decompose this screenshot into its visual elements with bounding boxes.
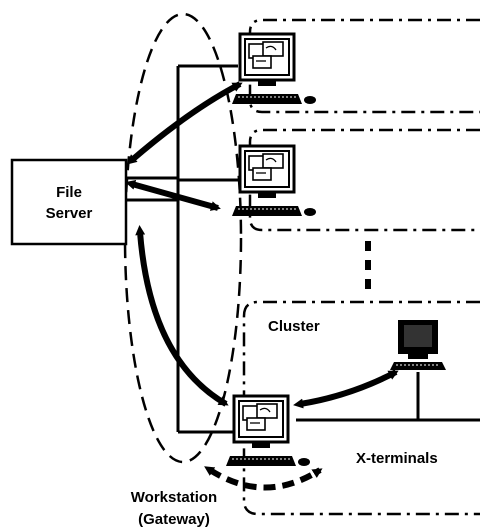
arrow-server-middle-workstation (125, 179, 221, 211)
arrow-server-gateway (135, 225, 229, 407)
workstation-icon-top (230, 32, 318, 106)
gateway-boundary-ellipse (123, 12, 243, 464)
workstation-gateway-label-line1: Workstation (131, 489, 217, 506)
cluster-box-middle (248, 128, 480, 232)
continuation-dots (365, 241, 371, 289)
file-server-label-line2: Server (46, 205, 93, 222)
arrow-server-top-workstation (126, 81, 243, 165)
gateway-self-loop-arrow (204, 466, 323, 491)
file-server-box (10, 158, 128, 246)
cluster-label: Cluster (268, 318, 320, 335)
workstation-gateway-label-line2: (Gateway) (138, 511, 210, 528)
arrow-gateway-x-terminal (293, 369, 399, 409)
file-server-label-line1: File (56, 184, 82, 201)
x-terminals-label: X-terminals (356, 450, 438, 467)
workstation-icon-gateway (224, 394, 312, 468)
workstation-icon-middle (230, 144, 318, 218)
x-terminal-icon (389, 319, 447, 371)
cluster-box-bottom (242, 300, 480, 516)
